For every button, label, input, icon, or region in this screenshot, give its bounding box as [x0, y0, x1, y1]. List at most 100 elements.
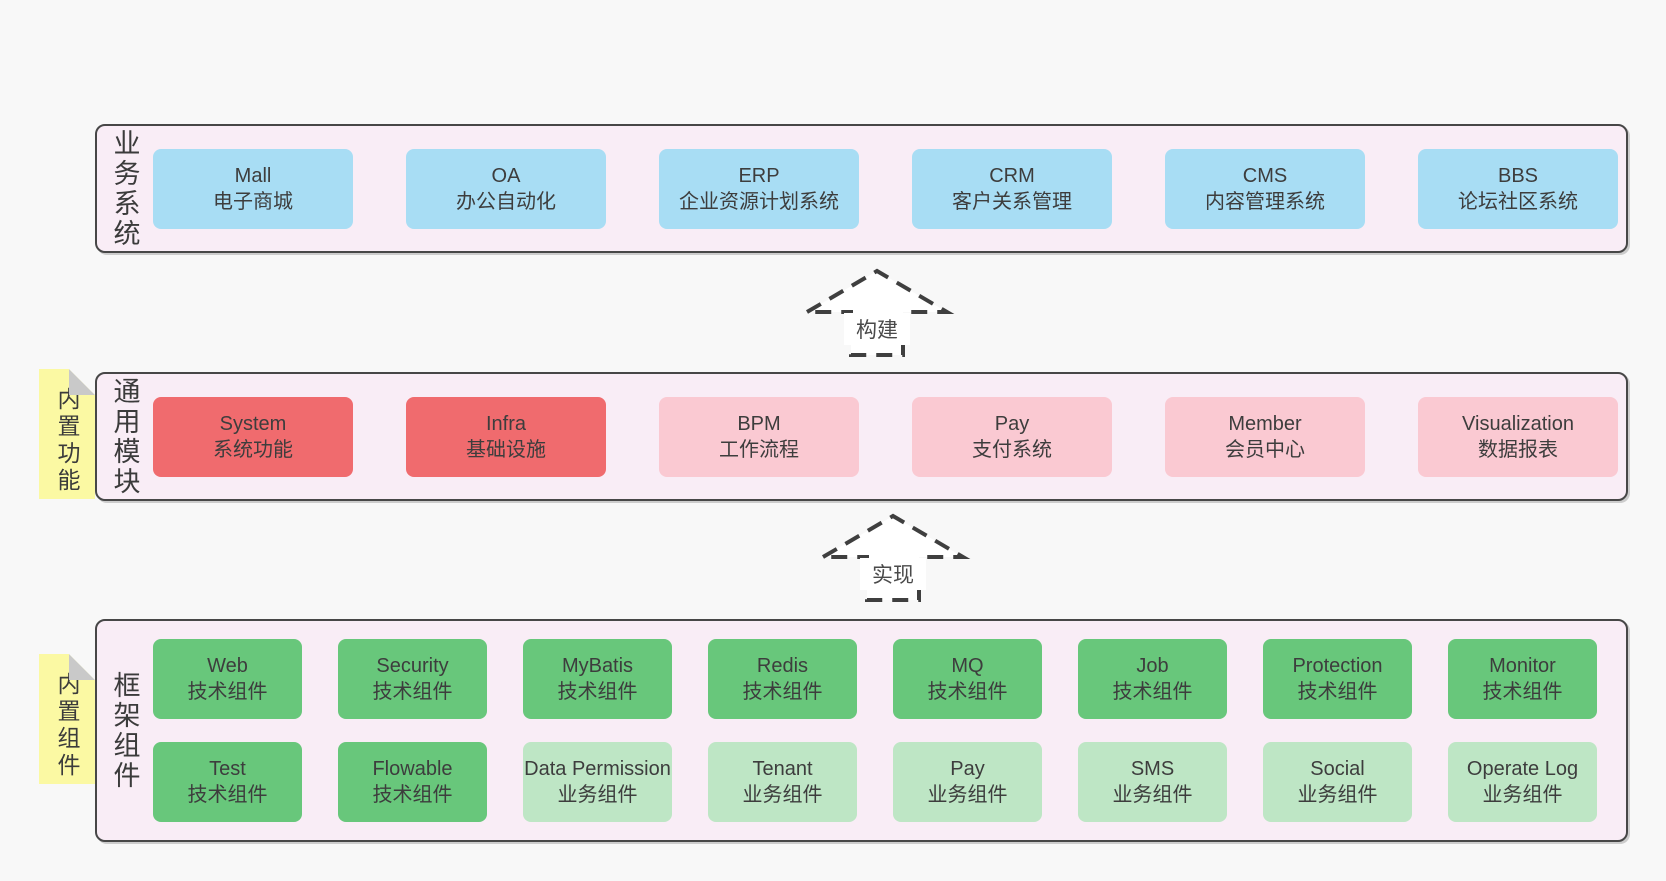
box-subtitle: 办公自动化 [456, 190, 556, 213]
box-title: SMS [1130, 758, 1175, 780]
box-tenant: Tenant 业务组件 [708, 742, 857, 822]
box-title: Mall [234, 164, 272, 187]
box-title: Job [1136, 655, 1169, 677]
box-title: OA [491, 164, 521, 187]
sticky-note-text: 内置组件 [54, 672, 80, 780]
box-erp: ERP 企业资源计划系统 [659, 148, 859, 229]
box-flowable: Flowable 技术组件 [338, 742, 487, 822]
business-systems-boxes: Mall 电子商城 OA 办公自动化 ERP 企业资源计划系统 CRM 客户关系… [153, 126, 1626, 251]
box-sms: SMS 业务组件 [1078, 742, 1227, 822]
box-title: Web [207, 655, 248, 677]
box-subtitle: 技术组件 [372, 681, 453, 703]
box-title: Security [376, 655, 449, 677]
box-subtitle: 系统功能 [213, 438, 293, 461]
box-subtitle: 技术组件 [372, 784, 453, 806]
box-monitor: Monitor 技术组件 [1448, 639, 1597, 719]
box-pay-module: Pay 支付系统 [912, 396, 1112, 477]
layer-label-framework-components: 框架组件 [109, 670, 140, 791]
box-redis: Redis 技术组件 [708, 639, 857, 719]
box-title: Pay [950, 758, 985, 780]
common-modules-boxes: System 系统功能 Infra 基础设施 BPM 工作流程 Pay 支付系统… [153, 374, 1626, 499]
box-title: BPM [737, 412, 781, 435]
box-system: System 系统功能 [153, 396, 353, 477]
sticky-fold-icon [69, 369, 95, 395]
box-crm: CRM 客户关系管理 [912, 148, 1112, 229]
sticky-fold-icon [69, 654, 95, 680]
box-subtitle: 技术组件 [927, 681, 1008, 703]
box-job: Job 技术组件 [1078, 639, 1227, 719]
box-subtitle: 客户关系管理 [952, 190, 1072, 213]
box-title: Data Permission [524, 758, 671, 780]
framework-components-boxes: Web 技术组件 Security 技术组件 MyBatis 技术组件 Redi… [153, 621, 1626, 840]
box-mall: Mall 电子商城 [153, 148, 353, 229]
box-operate-log: Operate Log 业务组件 [1448, 742, 1597, 822]
box-subtitle: 技术组件 [1297, 681, 1378, 703]
box-title: CRM [989, 164, 1035, 187]
box-subtitle: 业务组件 [1112, 784, 1193, 806]
layer-business-systems: 业务系统 Mall 电子商城 OA 办公自动化 ERP 企业资源计划系统 CRM… [95, 124, 1628, 253]
box-subtitle: 数据报表 [1478, 438, 1558, 461]
box-title: Operate Log [1466, 758, 1579, 780]
box-mybatis: MyBatis 技术组件 [523, 639, 672, 719]
box-bpm: BPM 工作流程 [659, 396, 859, 477]
box-subtitle: 技术组件 [1112, 681, 1193, 703]
box-title: ERP [738, 164, 780, 187]
box-title: Redis [756, 655, 809, 677]
box-member: Member 会员中心 [1165, 396, 1365, 477]
implement-arrow-label: 实现 [860, 558, 926, 590]
box-subtitle: 业务组件 [927, 784, 1008, 806]
box-subtitle: 会员中心 [1225, 438, 1305, 461]
box-subtitle: 技术组件 [557, 681, 638, 703]
box-infra: Infra 基础设施 [406, 396, 606, 477]
box-subtitle: 技术组件 [187, 681, 268, 703]
box-subtitle: 电子商城 [213, 190, 293, 213]
box-title: System [219, 412, 287, 435]
box-title: BBS [1497, 164, 1539, 187]
box-protection: Protection 技术组件 [1263, 639, 1412, 719]
box-title: Test [209, 758, 246, 780]
box-title: Protection [1292, 655, 1383, 677]
box-title: Visualization [1462, 412, 1574, 435]
box-web: Web 技术组件 [153, 639, 302, 719]
box-subtitle: 支付系统 [972, 438, 1052, 461]
layer-label-common-modules: 通用模块 [109, 376, 140, 497]
box-title: Social [1310, 758, 1365, 780]
box-subtitle: 工作流程 [719, 438, 799, 461]
box-title: MyBatis [561, 655, 634, 677]
box-title: Infra [485, 412, 527, 435]
build-arrow-label: 构建 [844, 313, 910, 345]
layer-framework-components: 框架组件 Web 技术组件 Security 技术组件 MyBatis 技术组件… [95, 619, 1628, 842]
box-title: Member [1228, 412, 1302, 435]
tech-components-row: Web 技术组件 Security 技术组件 MyBatis 技术组件 Redi… [153, 639, 1597, 719]
box-subtitle: 业务组件 [742, 784, 823, 806]
layer-label-business-systems: 业务系统 [109, 128, 140, 249]
box-data-permission: Data Permission 业务组件 [523, 742, 672, 822]
box-subtitle: 技术组件 [742, 681, 823, 703]
box-subtitle: 业务组件 [557, 784, 638, 806]
box-oa: OA 办公自动化 [406, 148, 606, 229]
box-subtitle: 技术组件 [187, 784, 268, 806]
box-bbs: BBS 论坛社区系统 [1418, 148, 1618, 229]
box-subtitle: 企业资源计划系统 [679, 190, 839, 213]
box-title: Tenant [752, 758, 813, 780]
box-title: MQ [951, 655, 984, 677]
box-subtitle: 技术组件 [1482, 681, 1563, 703]
box-title: Flowable [372, 758, 453, 780]
box-visualization: Visualization 数据报表 [1418, 396, 1618, 477]
box-test: Test 技术组件 [153, 742, 302, 822]
sticky-note-built-in-components: 内置组件 [39, 654, 95, 784]
box-mq: MQ 技术组件 [893, 639, 1042, 719]
sticky-note-built-in-functions: 内置功能 [39, 369, 95, 499]
box-subtitle: 业务组件 [1482, 784, 1563, 806]
box-title: Pay [994, 412, 1030, 435]
box-cms: CMS 内容管理系统 [1165, 148, 1365, 229]
box-pay-component: Pay 业务组件 [893, 742, 1042, 822]
box-title: Monitor [1489, 655, 1556, 677]
layer-common-modules: 通用模块 System 系统功能 Infra 基础设施 BPM 工作流程 Pay… [95, 372, 1628, 501]
box-title: CMS [1242, 164, 1288, 187]
biz-components-row: Test 技术组件 Flowable 技术组件 Data Permission … [153, 742, 1597, 822]
box-subtitle: 内容管理系统 [1205, 190, 1325, 213]
box-social: Social 业务组件 [1263, 742, 1412, 822]
box-subtitle: 论坛社区系统 [1458, 190, 1578, 213]
